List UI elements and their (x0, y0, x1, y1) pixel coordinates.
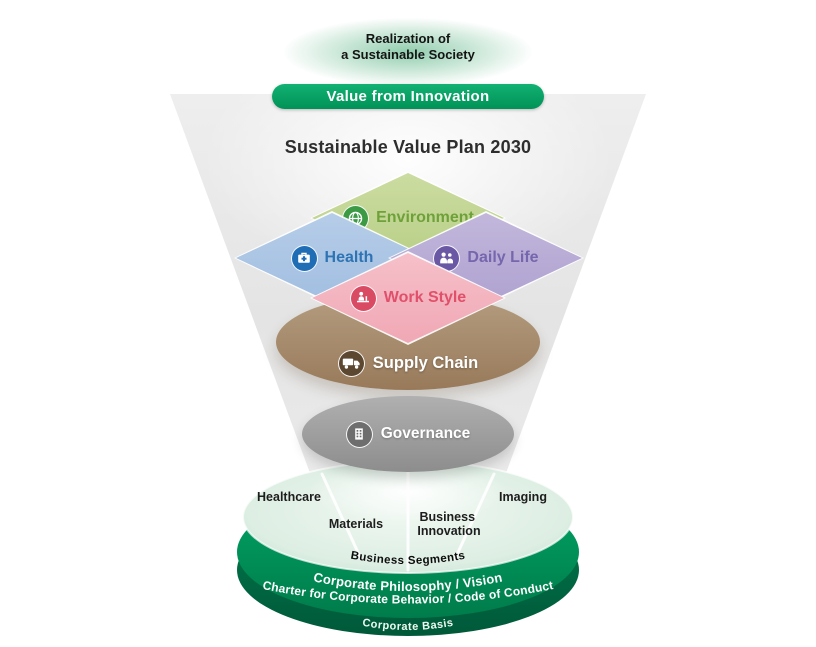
supply-chain-ellipse: Supply Chain (276, 294, 540, 390)
vision-line1: Realization of (365, 31, 451, 46)
business-segments-band-text: Business Segments (350, 550, 466, 567)
disc-green-band (237, 486, 579, 618)
value-from-innovation-banner: Value from Innovation (272, 84, 544, 109)
segment-imaging: Imaging (499, 490, 547, 504)
charter-text: Charter for Corporate Behavior / Code of… (261, 578, 554, 606)
corporate-basis-text: Corporate Basis (362, 617, 454, 633)
corporate-basis-label: Corporate Basis (362, 617, 455, 633)
corporate-philosophy-text: Corporate Philosophy / Vision (312, 570, 503, 594)
charter-label: Charter for Corporate Behavior / Code of… (261, 578, 554, 606)
segment-materials: Materials (329, 517, 383, 531)
page-title: Sustainable Value Plan 2030 (284, 137, 532, 157)
worker-icon (349, 284, 377, 312)
business-segments-band-label: Business Segments (350, 550, 467, 567)
environment-label: Environment (376, 209, 474, 226)
truck-icon (337, 349, 365, 377)
work-style-label: Work Style (383, 289, 467, 306)
supply-chain-label: Supply Chain (372, 353, 479, 372)
segment-business-innovation-line1: Business (419, 510, 475, 524)
segment-business-innovation-line2: Innovation (417, 524, 480, 538)
building-icon (345, 420, 373, 448)
first-aid-kit-icon (290, 244, 318, 272)
daily-life-label: Daily Life (467, 249, 539, 266)
vision-text: Realization of a Sustainable Society (0, 31, 816, 63)
governance-ellipse: Governance (302, 396, 514, 472)
vision-glow (284, 18, 532, 86)
segment-business-innovation: Business Innovation (417, 510, 480, 538)
corporate-philosophy-label: Corporate Philosophy / Vision (312, 570, 503, 594)
governance-label: Governance (380, 425, 471, 442)
segment-healthcare: Healthcare (257, 490, 321, 504)
vision-line2: a Sustainable Society (341, 47, 475, 62)
health-label: Health (324, 249, 374, 266)
disc-bottom-rim (237, 504, 579, 636)
